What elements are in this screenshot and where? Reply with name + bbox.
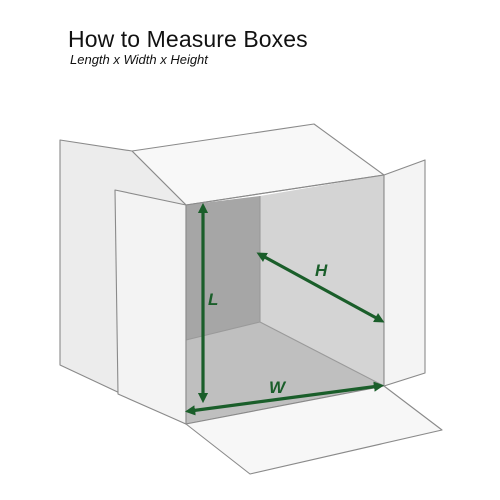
page-subtitle: Length x Width x Height: [70, 52, 208, 67]
length-label: L: [208, 290, 218, 309]
inner-back-wall: [186, 196, 260, 340]
right-flap: [383, 159, 426, 387]
width-arrow: [184, 381, 385, 416]
width-label: W: [269, 378, 287, 397]
inner-floor-edge-right: [259, 321, 385, 387]
height-label: H: [315, 261, 328, 280]
left-flap: [114, 189, 187, 425]
page-title: How to Measure Boxes: [68, 26, 308, 52]
height-arrow: [256, 252, 385, 323]
